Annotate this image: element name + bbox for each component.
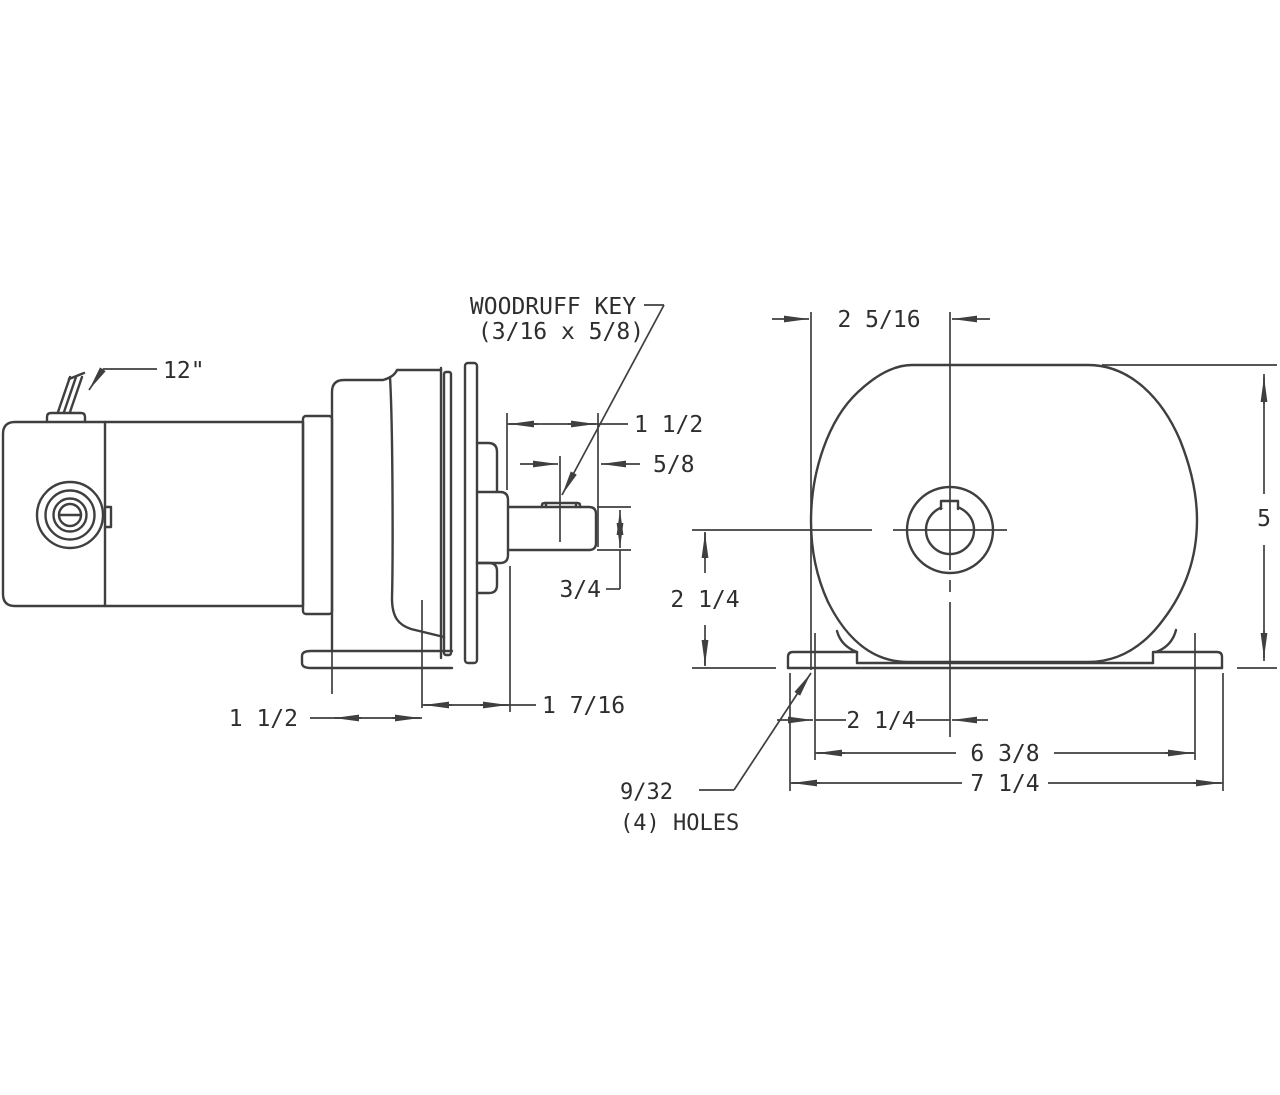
output-shaft [506,501,598,552]
dim-foot-slot-spacing: 1 1/2 [229,600,423,732]
dim-shaft-diameter: 3/4 [559,506,631,603]
holes-note-text-1: 9/32 [620,780,673,805]
dim-overall-height-text: 5 [1257,506,1271,532]
end-view: 2 5/16 5 2 1/4 [620,307,1277,836]
gearbox-end-outline [809,363,1199,664]
dim-slot-to-face: 1 7/16 [422,566,625,719]
gusset-left [835,629,859,654]
bearing-step-lower [475,561,499,595]
dim-left-to-center-text: 2 5/16 [837,307,920,333]
dim-overall-height: 5 [1102,364,1277,669]
wire-length-text: 12" [163,358,205,384]
holes-note-text-2: (4) HOLES [620,811,739,836]
dim-left-to-center: 2 5/16 [772,307,990,670]
mounting-base [786,628,1224,670]
dim-hole-to-center: 2 1/4 [777,708,988,734]
dim-foot-slot-text: 1 1/2 [229,706,298,732]
woodruff-key-callout: WOODRUFF KEY (3/16 x 5/8) [470,294,665,496]
dim-center-height: 2 1/4 [670,532,776,669]
dim-key-offset: 5/8 [520,452,695,542]
foot-left [786,650,859,670]
bearing-boss [475,490,510,565]
motor-body [1,371,305,608]
wire-leads [56,371,86,414]
dim-shaft-length-text: 1 1/2 [634,412,703,438]
wire-length-callout: 12" [88,358,205,391]
dim-shaft-diameter-text: 3/4 [559,577,601,603]
motor-front-ring [301,414,334,616]
dim-hole-spacing-text: 6 3/8 [970,741,1039,767]
dim-center-height-text: 2 1/4 [670,587,739,613]
dim-hole-spacing: 6 3/8 [815,741,1195,767]
bearing-step-upper [475,441,499,494]
gearbox-housing [300,361,510,670]
woodruff-key [540,501,582,509]
dim-slot-to-face-text: 1 7/16 [542,693,625,719]
dim-base-width-text: 7 1/4 [970,771,1039,797]
housing-bell-seam [388,375,446,639]
dim-hole-to-center-text: 2 1/4 [846,708,915,734]
foot-right [1151,650,1224,670]
dim-key-offset-text: 5/8 [653,452,695,478]
holes-note-callout: 9/32 (4) HOLES [620,672,812,836]
gusset-right [1154,628,1178,654]
dim-shaft-length: 1 1/2 [506,412,703,547]
wire-grommet [45,411,87,424]
brush-cap [35,480,113,550]
woodruff-key-text-1: WOODRUFF KEY [470,294,636,320]
woodruff-key-text-2: (3/16 x 5/8) [478,319,644,345]
side-view: 1 1/2 5/8 3/4 1 1/2 [1,294,703,732]
dim-base-width: 7 1/4 [789,673,1224,797]
cap-clip [103,505,113,529]
mounting-foot-side [300,649,454,670]
centerlines [692,312,1007,737]
gearbox-plate-inner [442,370,453,657]
gearbox-plate-outer [463,361,479,665]
